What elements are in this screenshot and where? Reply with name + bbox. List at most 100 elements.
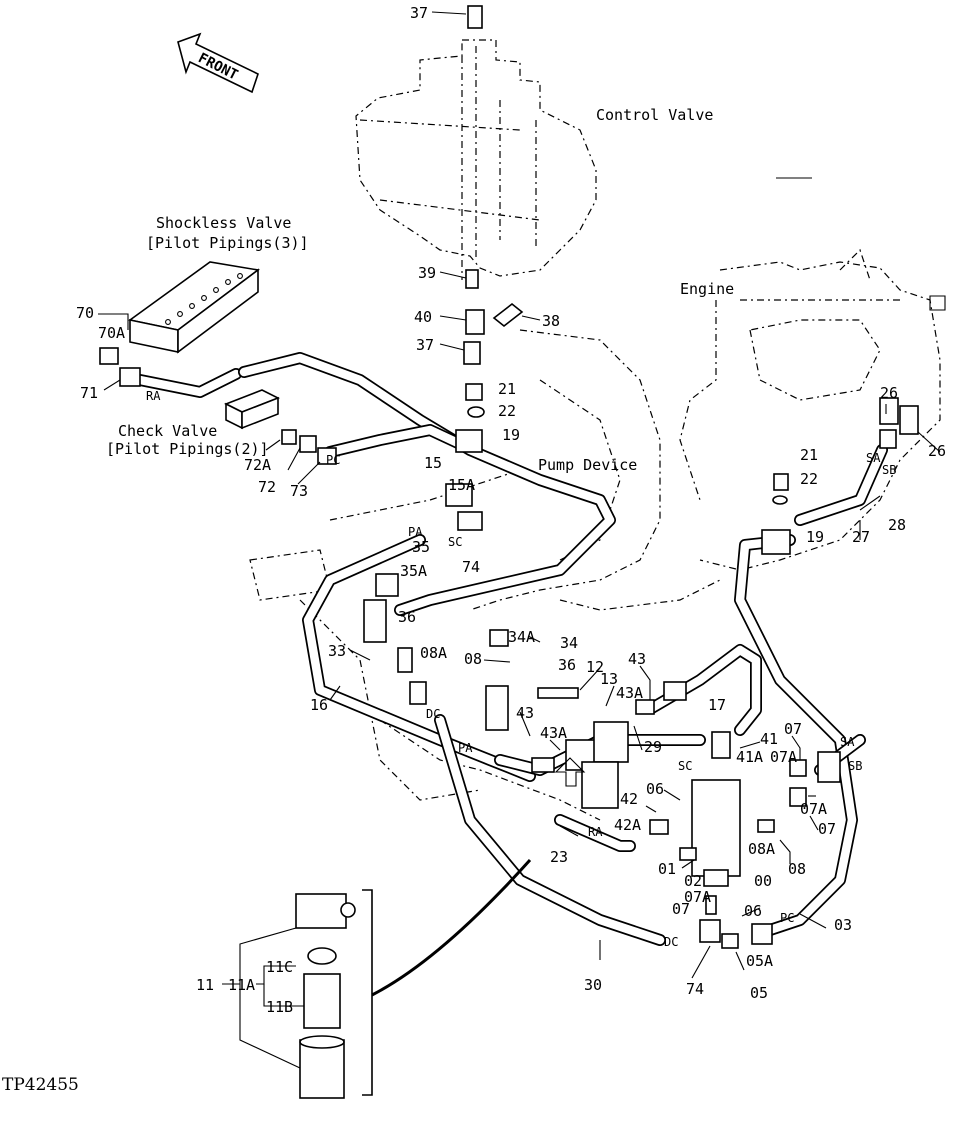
label-RA-left: RA <box>146 389 161 403</box>
label-07A-a: 07A <box>770 748 797 766</box>
label-73: 73 <box>290 482 308 500</box>
label-23: 23 <box>550 848 568 866</box>
label-SB-lower: SB <box>848 759 862 773</box>
label-43-upper: 43 <box>628 650 646 668</box>
label-39: 39 <box>418 264 436 282</box>
label-07A-b: 07A <box>800 800 827 818</box>
label-71: 71 <box>80 384 98 402</box>
label-SA-lower: SA <box>840 735 855 749</box>
label-07A-c: 07A <box>684 888 711 906</box>
label-PC-lower: PC <box>780 911 794 925</box>
label-70A: 70A <box>98 324 125 342</box>
label-41: 41 <box>760 730 778 748</box>
caption-pump-device: Pump Device <box>538 456 637 474</box>
label-21-left: 21 <box>498 380 516 398</box>
label-08A-left: 08A <box>420 644 447 662</box>
label-PC-left: PC <box>326 453 340 467</box>
label-27: 27 <box>852 528 870 546</box>
caption-shockless-pipings: [Pilot Pipings(3)] <box>146 234 309 252</box>
label-41A: 41A <box>736 748 763 766</box>
caption-check-pipings: [Pilot Pipings(2)] <box>106 440 269 458</box>
label-22-right: 22 <box>800 470 818 488</box>
label-35A: 35A <box>400 562 427 580</box>
filter-detail-inset <box>222 858 532 1099</box>
label-43A-lower: 43A <box>540 724 567 742</box>
pump-device <box>249 329 721 821</box>
label-29: 29 <box>644 738 662 756</box>
label-11A: 11A <box>228 976 255 994</box>
label-11: 11 <box>196 976 214 994</box>
label-36-right: 36 <box>558 656 576 674</box>
label-SC-lower: SC <box>678 759 692 773</box>
caption-check-valve: Check Valve <box>118 422 217 440</box>
fittings <box>99 5 919 949</box>
label-70: 70 <box>76 304 94 322</box>
caption-engine: Engine <box>680 280 734 298</box>
label-SA-right-upper: SA <box>866 451 881 465</box>
control-valve <box>355 39 812 280</box>
label-DC-lower: DC <box>664 935 678 949</box>
label-36-left: 36 <box>398 608 416 626</box>
label-17: 17 <box>708 696 726 714</box>
label-07-a: 07 <box>784 720 802 738</box>
label-PA-lower: PA <box>458 741 473 755</box>
label-05A: 05A <box>746 952 773 970</box>
engine <box>679 248 946 571</box>
label-37-mid: 37 <box>416 336 434 354</box>
label-PA-upper: PA <box>408 525 423 539</box>
label-00: 00 <box>754 872 772 890</box>
label-07-b: 07 <box>818 820 836 838</box>
label-43A-upper: 43A <box>616 684 643 702</box>
label-33: 33 <box>328 642 346 660</box>
label-16: 16 <box>310 696 328 714</box>
caption-control-valve: Control Valve <box>596 106 713 124</box>
label-07-c: 07 <box>672 900 690 918</box>
component-captions: Control Valve Shockless Valve [Pilot Pip… <box>106 106 734 474</box>
label-28: 28 <box>888 516 906 534</box>
label-26-a: 26 <box>880 384 898 402</box>
label-42: 42 <box>620 790 638 808</box>
label-08-right: 08 <box>788 860 806 878</box>
label-12: 12 <box>586 658 604 676</box>
label-40: 40 <box>414 308 432 326</box>
check-valve-block <box>224 389 280 430</box>
label-11C: 11C <box>266 958 293 976</box>
label-38: 38 <box>542 312 560 330</box>
label-19-right: 19 <box>806 528 824 546</box>
label-74-lower: 74 <box>686 980 704 998</box>
label-72A: 72A <box>244 456 271 474</box>
label-DC-upper: DC <box>426 707 440 721</box>
label-35: 35 <box>412 538 430 556</box>
label-SC-upper: SC <box>448 535 462 549</box>
label-RA-lower: RA <box>588 825 603 839</box>
label-06-lower: 06 <box>744 902 762 920</box>
label-74-upper: 74 <box>462 558 480 576</box>
label-26-b: 26 <box>928 442 946 460</box>
front-arrow: FRONT <box>177 32 259 94</box>
caption-shockless-valve: Shockless Valve <box>156 214 291 232</box>
label-34: 34 <box>560 634 578 652</box>
leader-lines <box>98 11 941 979</box>
label-19-left: 19 <box>502 426 520 444</box>
part-labels: 37 39 40 38 37 21 22 19 21 22 19 70 70A … <box>76 4 946 1016</box>
label-06-upper: 06 <box>646 780 664 798</box>
label-43-lower: 43 <box>516 704 534 722</box>
label-08A-right: 08A <box>748 840 775 858</box>
label-22-left: 22 <box>498 402 516 420</box>
label-01: 01 <box>658 860 676 878</box>
label-37-top: 37 <box>410 4 428 22</box>
label-15A: 15A <box>448 476 475 494</box>
label-SB-right-upper: SB <box>882 463 896 477</box>
shockless-valve-block <box>128 261 260 354</box>
label-72: 72 <box>258 478 276 496</box>
label-05: 05 <box>750 984 768 1002</box>
label-11B: 11B <box>266 998 293 1016</box>
label-02: 02 <box>684 872 702 890</box>
label-08-left: 08 <box>464 650 482 668</box>
label-15: 15 <box>424 454 442 472</box>
label-30: 30 <box>584 976 602 994</box>
label-03: 03 <box>834 916 852 934</box>
label-21-right: 21 <box>800 446 818 464</box>
